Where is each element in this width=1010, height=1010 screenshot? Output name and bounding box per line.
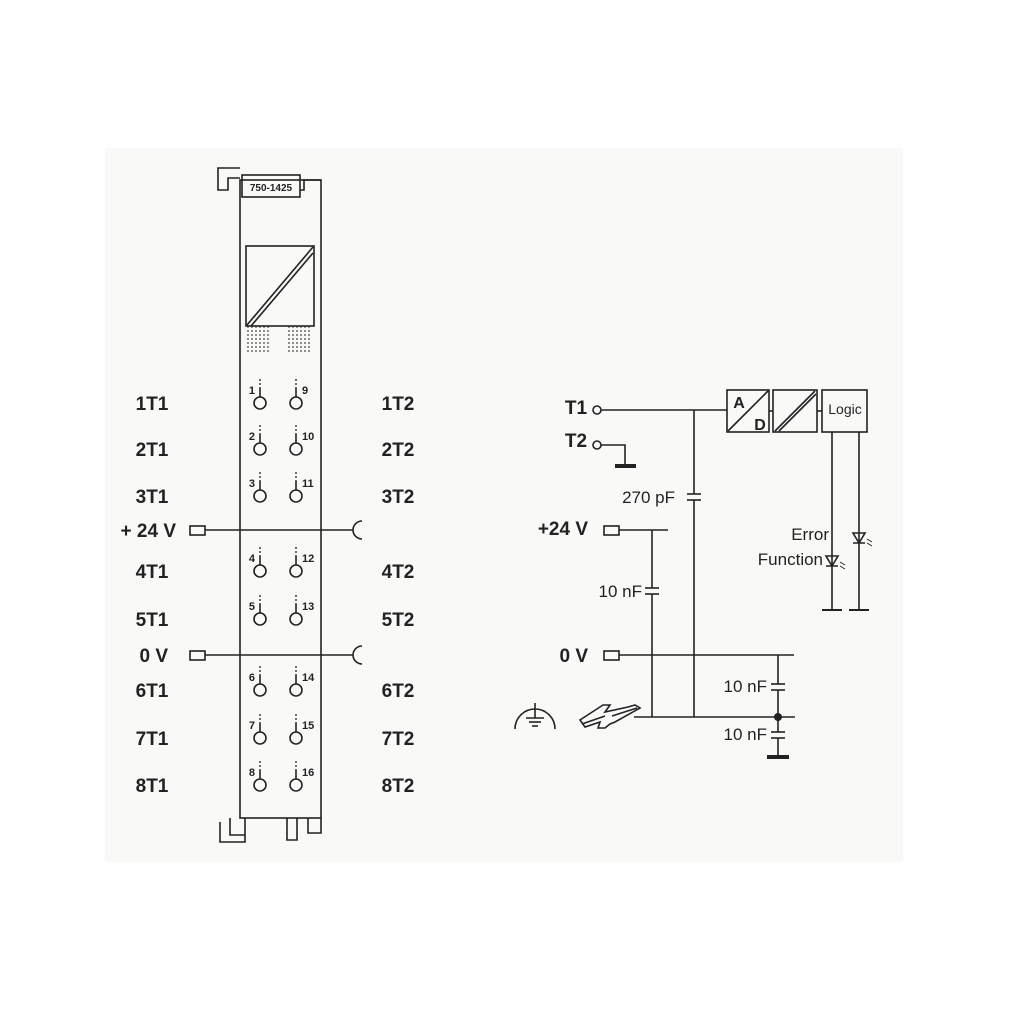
left-channel-label: 5T1 <box>136 610 169 631</box>
module-body <box>239 179 322 819</box>
left-channel-label: 8T1 <box>136 776 169 797</box>
terminal-left-6 <box>253 683 267 697</box>
ad-a-label: A <box>733 395 745 412</box>
left-channel-label: 1T1 <box>136 394 169 415</box>
protective-earth-icon <box>514 703 556 730</box>
terminal-left-4 <box>253 564 267 578</box>
cap-10nf-b-label: 10 nF <box>724 677 767 696</box>
0v-terminal <box>189 650 206 661</box>
terminal-right-2 <box>289 442 303 456</box>
terminal-number: 13 <box>302 601 314 613</box>
part-label-box <box>241 174 301 198</box>
bottom-right-latch <box>307 818 322 834</box>
0v-label: 0 V <box>139 646 168 667</box>
circuit-24v-terminal <box>603 525 620 536</box>
diagram-background <box>105 148 903 862</box>
right-channel-label: 1T2 <box>382 394 415 415</box>
terminal-number: 9 <box>302 385 308 397</box>
terminal-number: 2 <box>249 431 255 443</box>
terminal-number: 10 <box>302 431 314 443</box>
right-channel-label: 6T2 <box>382 681 415 702</box>
terminal-right-4 <box>289 564 303 578</box>
right-channel-label: 4T2 <box>382 562 415 583</box>
right-channel-label: 3T2 <box>382 487 415 508</box>
left-channel-label: 2T1 <box>136 440 169 461</box>
cap-270pf-label: 270 pF <box>622 488 675 507</box>
terminal-right-7 <box>289 731 303 745</box>
converter-icon <box>245 245 315 352</box>
terminal-right-6 <box>289 683 303 697</box>
terminal-left-7 <box>253 731 267 745</box>
terminal-number: 3 <box>249 478 255 490</box>
terminal-left-5 <box>253 612 267 626</box>
terminal-right-3 <box>289 489 303 503</box>
left-channel-label: 6T1 <box>136 681 169 702</box>
top-left-latch <box>217 167 240 191</box>
terminal-left-3 <box>253 489 267 503</box>
left-channel-label: 4T1 <box>136 562 169 583</box>
terminal-number: 12 <box>302 553 314 565</box>
terminal-left-8 <box>253 778 267 792</box>
io-module: 750-1425 <box>121 167 415 843</box>
top-right-latch <box>300 179 321 191</box>
bottom-left-latch <box>219 818 246 843</box>
cap-10nf-c-label: 10 nF <box>724 725 767 744</box>
circuit-0v-label: 0 V <box>559 646 588 667</box>
terminal-number: 6 <box>249 672 255 684</box>
terminal-right-5 <box>289 612 303 626</box>
24v-jumper-contact <box>352 520 363 540</box>
terminal-number: 4 <box>249 553 256 565</box>
circuit-0v-terminal <box>603 650 620 661</box>
terminal-number: 8 <box>249 767 255 779</box>
bottom-left-latch-inner <box>229 818 245 836</box>
t2-terminal <box>592 440 602 450</box>
function-led-icon <box>824 555 846 570</box>
part-number: 750-1425 <box>250 183 293 194</box>
error-led-icon <box>851 532 873 547</box>
logic-label: Logic <box>828 401 861 417</box>
right-channel-label: 2T2 <box>382 440 415 461</box>
right-channel-label: 7T2 <box>382 729 415 750</box>
terminal-left-2 <box>253 442 267 456</box>
terminal-right-1 <box>289 396 303 410</box>
24v-label: + 24 V <box>121 521 177 542</box>
terminal-number: 5 <box>249 601 255 613</box>
24v-terminal <box>189 525 206 536</box>
t1-label: T1 <box>565 398 588 419</box>
circuit-24v-label: +24 V <box>538 519 589 540</box>
0v-jumper-contact <box>352 645 363 665</box>
terminal-number: 15 <box>302 720 314 732</box>
terminal-number: 14 <box>302 672 315 684</box>
terminal-number: 11 <box>302 478 314 490</box>
terminal-number: 7 <box>249 720 255 732</box>
terminal-left-1 <box>253 396 267 410</box>
ad-d-label: D <box>754 417 766 434</box>
terminal-number: 16 <box>302 767 314 779</box>
function-label: Function <box>758 550 823 569</box>
right-channel-label: 5T2 <box>382 610 415 631</box>
t1-terminal <box>592 405 602 415</box>
t2-label: T2 <box>565 431 587 452</box>
error-label: Error <box>791 525 829 544</box>
din-rail-icon <box>578 704 642 729</box>
circuit-schematic: T1 T2 270 pF A D Logic <box>514 389 873 759</box>
left-channel-label: 3T1 <box>136 487 169 508</box>
right-channel-label: 8T2 <box>382 776 415 797</box>
terminal-right-8 <box>289 778 303 792</box>
logic-box <box>821 389 868 433</box>
terminal-number: 1 <box>249 385 255 397</box>
bottom-foot <box>286 818 298 841</box>
left-channel-label: 7T1 <box>136 729 169 750</box>
cap-10nf-a-label: 10 nF <box>599 582 642 601</box>
